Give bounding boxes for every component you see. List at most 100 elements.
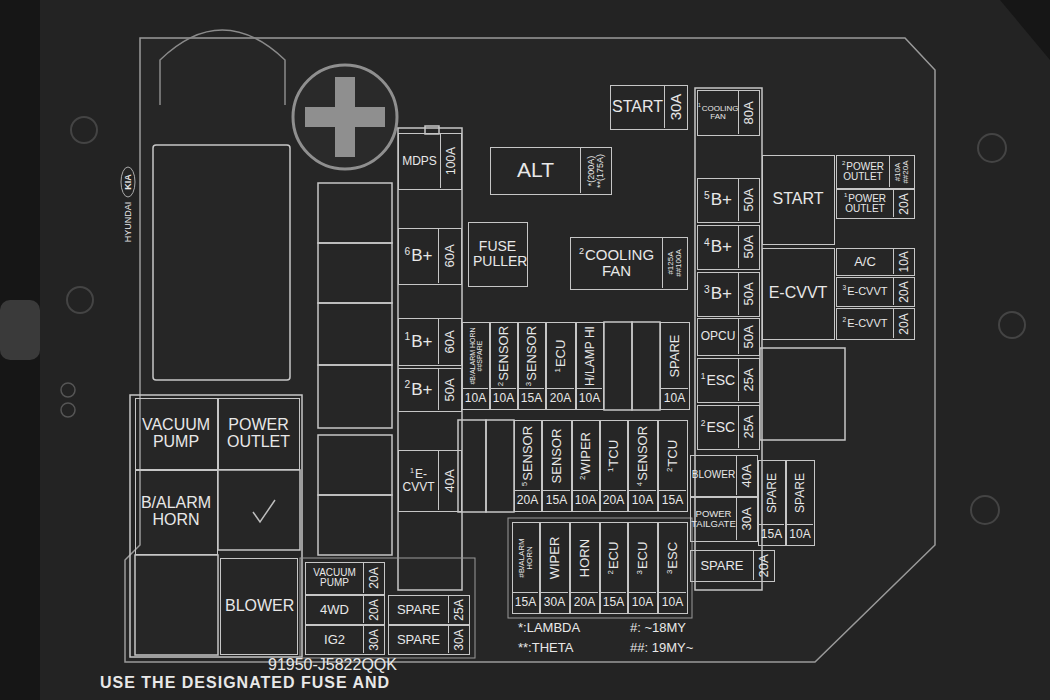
relay-box: BLOWER — [220, 558, 298, 655]
fuse-rating: ##20A — [902, 158, 910, 185]
rating-lines: 30A — [367, 628, 380, 651]
fuse-rating: 30A — [544, 596, 565, 609]
name-area: #B/ALARM HORN##SPARE — [463, 323, 488, 388]
name-lines: SPARE — [794, 463, 807, 522]
name-lines: 2POWER OUTLET — [837, 160, 889, 182]
fuse-box: SPARE20A — [690, 550, 775, 582]
mini-fuse: SENSOR15A — [542, 420, 572, 512]
name-area: 1TCU — [601, 421, 626, 490]
rating-lines: 10A — [632, 494, 653, 507]
name-line: SPARE — [794, 463, 807, 522]
name-area: 2TCU — [659, 421, 686, 490]
fuse-rating: 10A — [664, 392, 685, 405]
slot-number: 2 — [606, 570, 615, 574]
slot-number: 3 — [524, 381, 533, 385]
name-area: 2ECU — [601, 523, 626, 592]
name-line: SPARE — [389, 603, 448, 617]
name-lines: H/LAMP HI — [583, 325, 596, 386]
fuse-rating: 20A — [517, 494, 538, 507]
fuse-name: WIPER — [578, 432, 593, 475]
fuse-rating: 50A — [742, 181, 756, 219]
slot-number: 1 — [606, 467, 615, 471]
name-area: 3SENSOR — [519, 323, 544, 388]
logo-text: KIA — [123, 174, 133, 190]
relay-box: E-CVVT — [762, 248, 835, 340]
rating-lines: #10A##20A — [893, 158, 910, 185]
rating-area: 20A — [547, 388, 574, 408]
mini-fuse: SPARE 15A — [758, 460, 786, 546]
rating-lines: 30A — [668, 88, 684, 126]
name-line: 3ESC — [666, 525, 680, 590]
name-area: ALT — [491, 148, 580, 193]
name-line: 3E-CVVT — [837, 285, 893, 297]
rating-area: 15A — [759, 524, 784, 544]
fuse-box: 2COOLING FAN#125A##100A — [570, 237, 688, 290]
fuse-name: HORN — [577, 538, 592, 576]
fuse-box: MDPS100A — [398, 133, 462, 190]
rating-area: 10A — [463, 388, 488, 408]
slot-number: 2 — [701, 418, 706, 428]
slot-number: 2 — [842, 316, 846, 323]
name-lines: 3B+ — [698, 285, 738, 304]
name-area: 2COOLING FAN — [571, 238, 662, 288]
name-line: IG2 — [306, 633, 363, 647]
fuse-name: B+ — [411, 246, 432, 265]
fuse-name: 4WD — [320, 602, 349, 617]
name-lines: 3E-CVVT — [837, 285, 893, 297]
fuse-rating: 10A — [465, 392, 486, 405]
name-lines: E-CVVT — [767, 285, 829, 302]
name-area: SPARE — [661, 323, 688, 388]
name-lines: 1B+ — [399, 332, 438, 351]
fuse-name: SENSOR — [635, 425, 650, 480]
fuse-box: 6B+60A — [398, 228, 462, 285]
name-area: 2POWER OUTLET — [837, 156, 889, 187]
slot-number: 3 — [635, 570, 644, 574]
rating-lines: 10A — [465, 392, 486, 405]
fuse-rating: 50A — [443, 371, 457, 408]
fuse-rating: 15A — [515, 596, 536, 609]
rating-strip: 25A — [738, 406, 758, 448]
name-area: B/ALARM HORN — [136, 471, 216, 553]
rating-strip: 20A — [363, 596, 383, 623]
name-lines: 6B+ — [399, 247, 438, 266]
mini-fuse: #B/ALARM HORN##SPARE 10A — [462, 322, 490, 410]
name-lines: VACUUM PUMP — [140, 417, 212, 451]
logo-text: HYUNDAI — [123, 202, 133, 243]
name-area: A/C — [837, 249, 893, 274]
fuse-box: OPCU50A — [697, 318, 760, 356]
name-lines: #B/ALARM HORN — [517, 525, 534, 590]
name-area: BLOWER — [221, 559, 296, 653]
rating-strip: 60A — [438, 229, 460, 283]
name-line: ##SPARE — [476, 325, 483, 386]
rating-strip: 20A — [753, 551, 773, 580]
fuse-name: #B/ALARM HORN — [516, 538, 533, 578]
rating-area: 20A — [515, 490, 540, 510]
rating-lines: 15A — [546, 494, 567, 507]
rating-area: 15A — [513, 592, 538, 612]
rating-lines: 15A — [521, 392, 542, 405]
fuse-box: 1POWER OUTLET20A — [836, 189, 915, 219]
fuse-name: H/LAMP HI — [582, 326, 596, 386]
fuse-rating: 25A — [742, 408, 756, 446]
name-line: MDPS — [399, 155, 440, 168]
fuse-box: 4B+50A — [697, 225, 760, 270]
name-lines: 2COOLING FAN — [571, 247, 662, 279]
fuse-rating: 40A — [740, 458, 754, 493]
fuse-name: B+ — [711, 284, 732, 303]
fuse-name: SPARE — [667, 334, 682, 377]
name-line: ALT — [491, 159, 580, 181]
name-lines: ALT — [491, 159, 580, 181]
rating-strip: 100A — [440, 134, 460, 188]
fuse-name: E-CVVT — [402, 467, 434, 494]
name-lines: OPCU — [698, 330, 738, 343]
mini-fuse: 1ECU20A — [546, 322, 576, 410]
rating-strip: #10A##20A — [889, 156, 913, 187]
name-area: FUSE PULLER — [469, 223, 526, 285]
name-line: 1B+ — [399, 332, 438, 351]
fuse-rating: 10A — [632, 494, 653, 507]
name-lines: SPARE — [691, 559, 753, 573]
fuse-name: POWER OUTLET — [227, 416, 290, 450]
name-lines: 3ESC — [666, 525, 680, 590]
rating-area: 10A — [491, 388, 516, 408]
fuse-name: SPARE — [764, 473, 778, 513]
